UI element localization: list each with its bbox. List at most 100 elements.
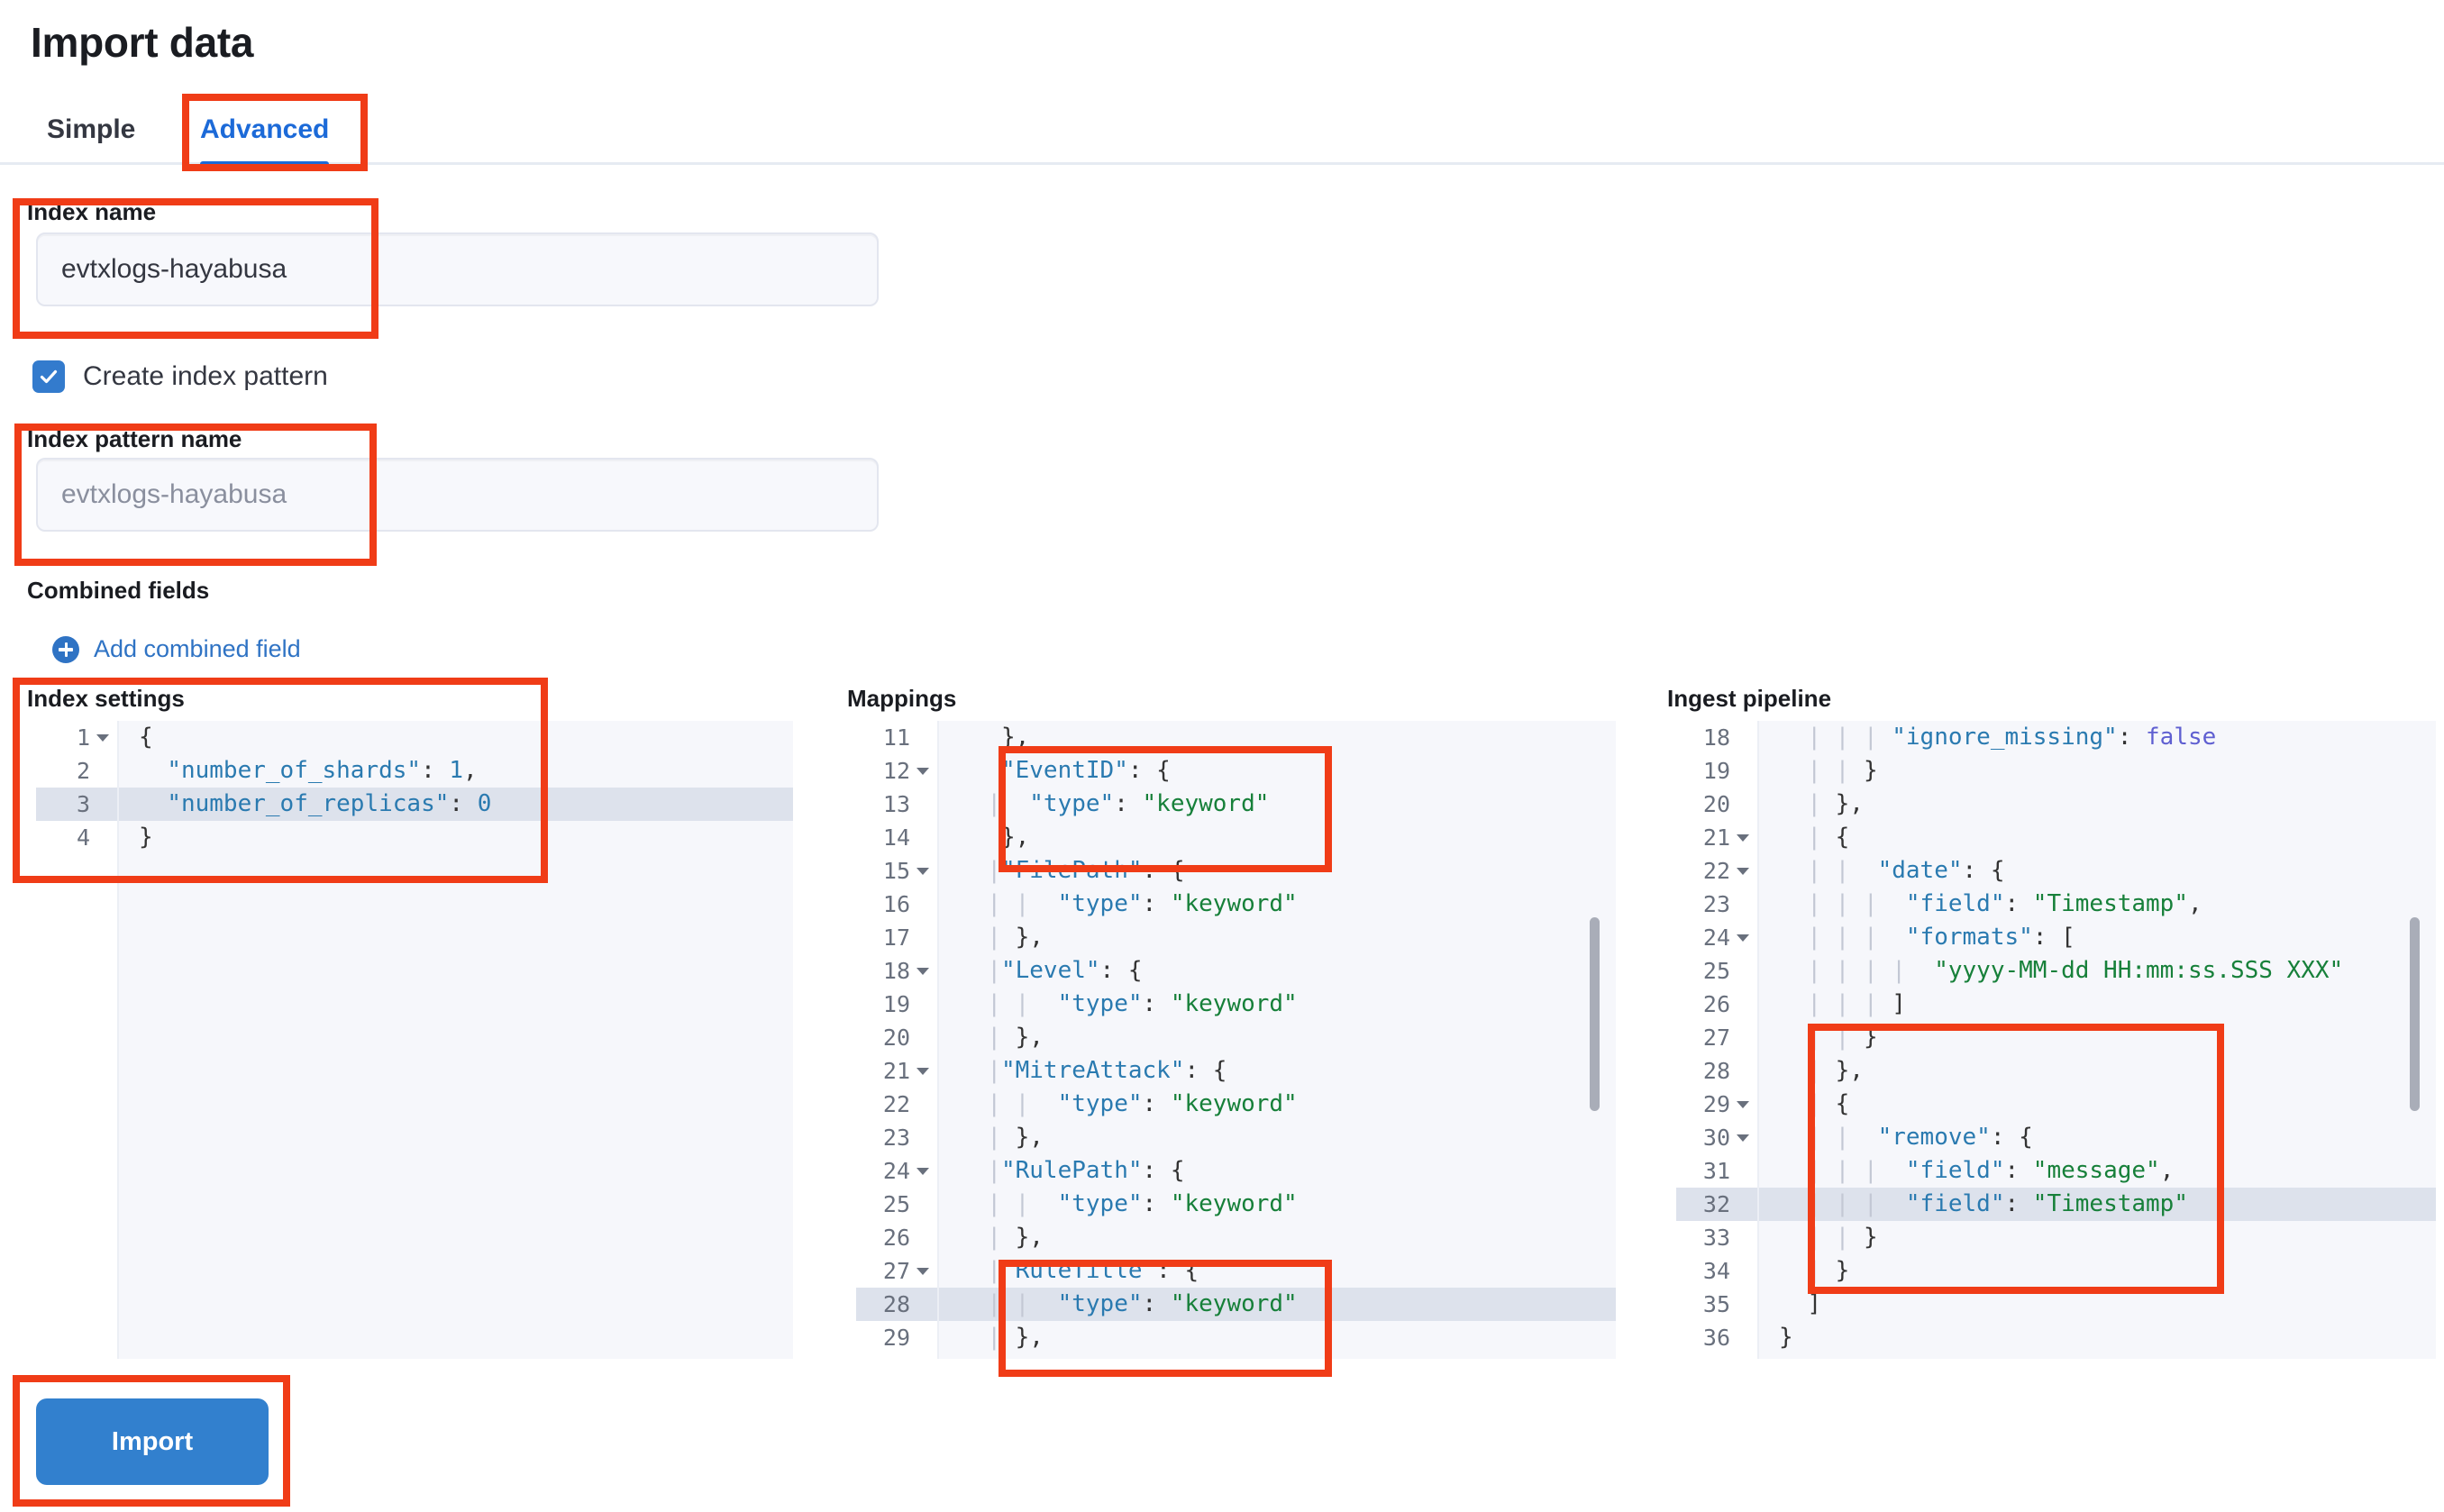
index-settings-editor[interactable]: 1{2 "number_of_shards": 1,3 "number_of_r…	[36, 721, 793, 1359]
line-number: 20	[856, 1021, 939, 1054]
code-text: |"FilePath": {	[987, 857, 1185, 884]
line-number: 18	[1676, 721, 1759, 754]
code-line[interactable]: 19 | | }	[1676, 754, 2436, 788]
index-name-input[interactable]: evtxlogs-hayabusa	[36, 232, 879, 306]
fold-caret-icon[interactable]	[1737, 1134, 1749, 1142]
code-line[interactable]: 17 | },	[856, 921, 1616, 954]
code-line[interactable]: 22 | | "type": "keyword"	[856, 1088, 1616, 1121]
fold-caret-icon[interactable]	[916, 1068, 929, 1075]
code-line[interactable]: 28 | | "type": "keyword"	[856, 1288, 1616, 1321]
fold-caret-icon[interactable]	[1737, 934, 1749, 942]
code-text: | },	[987, 1124, 1044, 1151]
tab-advanced[interactable]: Advanced	[180, 95, 349, 168]
code-line[interactable]: 35 ]	[1676, 1288, 2436, 1321]
code-line[interactable]: 16 | | "type": "keyword"	[856, 888, 1616, 921]
code-line[interactable]: 34 | }	[1676, 1254, 2436, 1288]
code-line[interactable]: 20 | },	[856, 1021, 1616, 1054]
code-line[interactable]: 30 | | "remove": {	[1676, 1121, 2436, 1154]
code-line[interactable]: 26 | | | ]	[1676, 988, 2436, 1021]
code-line[interactable]: 26 | },	[856, 1221, 1616, 1254]
index-pattern-name-input[interactable]: evtxlogs-hayabusa	[36, 458, 879, 532]
line-number: 18	[856, 954, 939, 988]
line-number: 15	[856, 854, 939, 888]
fold-caret-icon[interactable]	[1737, 868, 1749, 875]
line-number: 16	[856, 888, 939, 921]
code-line[interactable]: 31 | | | "field": "message",	[1676, 1154, 2436, 1188]
code-line[interactable]: 2 "number_of_shards": 1,	[36, 754, 793, 788]
fold-caret-icon[interactable]	[1737, 1101, 1749, 1108]
line-number: 12	[856, 754, 939, 788]
ingest-pipeline-title: Ingest pipeline	[1667, 685, 1832, 712]
code-line[interactable]: 36}	[1676, 1321, 2436, 1354]
code-text: },	[1000, 824, 1030, 851]
code-line[interactable]: 33 | | }	[1676, 1221, 2436, 1254]
code-line[interactable]: 14 },	[856, 821, 1616, 854]
code-text: | },	[987, 924, 1044, 951]
code-line[interactable]: 4}	[36, 821, 793, 854]
code-text: | | | "field": "Timestamp",	[1807, 890, 2202, 917]
code-line[interactable]: 23 | | | "field": "Timestamp",	[1676, 888, 2436, 921]
vertical-scrollbar[interactable]	[2410, 917, 2420, 1111]
code-line[interactable]: 19 | | "type": "keyword"	[856, 988, 1616, 1021]
line-number: 25	[1676, 954, 1759, 988]
vertical-scrollbar[interactable]	[1590, 917, 1600, 1111]
code-text: | | }	[1807, 757, 1878, 784]
fold-caret-icon[interactable]	[916, 968, 929, 975]
code-text: | },	[987, 1224, 1044, 1251]
code-line[interactable]: 24 | | | "formats": [	[1676, 921, 2436, 954]
mappings-editor[interactable]: 11 },12 "EventID": {13 | "type": "keywor…	[856, 721, 1616, 1359]
code-line[interactable]: 25 | | "type": "keyword"	[856, 1188, 1616, 1221]
code-line[interactable]: 25 | | | | "yyyy-MM-dd HH:mm:ss.SSS XXX"	[1676, 954, 2436, 988]
code-line[interactable]: 20 | },	[1676, 788, 2436, 821]
line-number: 30	[1676, 1121, 1759, 1154]
fold-caret-icon[interactable]	[916, 868, 929, 875]
code-line[interactable]: 13 | "type": "keyword"	[856, 788, 1616, 821]
tab-simple[interactable]: Simple	[27, 95, 155, 165]
code-line[interactable]: 23 | },	[856, 1121, 1616, 1154]
create-index-pattern-checkbox[interactable]: Create index pattern	[32, 360, 328, 393]
line-number: 22	[856, 1088, 939, 1121]
mappings-title: Mappings	[847, 685, 957, 712]
code-line[interactable]: 27 |"RuleTitle": {	[856, 1254, 1616, 1288]
code-line[interactable]: 29 | {	[1676, 1088, 2436, 1121]
code-line[interactable]: 3 "number_of_replicas": 0	[36, 788, 793, 821]
code-line[interactable]: 11 },	[856, 721, 1616, 754]
code-text: | | | "field": "message",	[1807, 1157, 2175, 1184]
code-text: {	[139, 724, 153, 751]
code-text: | },	[1807, 790, 1864, 817]
fold-caret-icon[interactable]	[916, 1268, 929, 1275]
code-line[interactable]: 12 "EventID": {	[856, 754, 1616, 788]
fold-caret-icon[interactable]	[916, 768, 929, 775]
line-number: 32	[1676, 1188, 1759, 1221]
code-line[interactable]: 29 | },	[856, 1321, 1616, 1354]
fold-caret-icon[interactable]	[96, 734, 109, 742]
line-number: 22	[1676, 854, 1759, 888]
code-line[interactable]: 21 | {	[1676, 821, 2436, 854]
line-number: 25	[856, 1188, 939, 1221]
code-text: | | "type": "keyword"	[987, 890, 1298, 917]
page-title: Import data	[31, 19, 254, 66]
fold-caret-icon[interactable]	[916, 1168, 929, 1175]
code-line[interactable]: 32 | | | "field": "Timestamp"	[1676, 1188, 2436, 1221]
code-line[interactable]: 21 |"MitreAttack": {	[856, 1054, 1616, 1088]
add-combined-field-button[interactable]: Add combined field	[52, 635, 301, 663]
code-line[interactable]: 18 |"Level": {	[856, 954, 1616, 988]
line-number: 24	[1676, 921, 1759, 954]
code-text: |"RuleTitle": {	[987, 1257, 1199, 1284]
fold-caret-icon[interactable]	[1737, 834, 1749, 842]
code-line[interactable]: 1{	[36, 721, 793, 754]
line-number: 27	[1676, 1021, 1759, 1054]
code-line[interactable]: 22 | | "date": {	[1676, 854, 2436, 888]
code-line[interactable]: 15 |"FilePath": {	[856, 854, 1616, 888]
code-text: | | | "formats": [	[1807, 924, 2075, 951]
code-line[interactable]: 28 | },	[1676, 1054, 2436, 1088]
code-line[interactable]: 18 | | | "ignore_missing": false	[1676, 721, 2436, 754]
line-number: 36	[1676, 1321, 1759, 1354]
line-number: 31	[1676, 1154, 1759, 1188]
code-line[interactable]: 27 | | }	[1676, 1021, 2436, 1054]
code-line[interactable]: 24 |"RulePath": {	[856, 1154, 1616, 1188]
code-text: | | "type": "keyword"	[987, 1290, 1298, 1317]
import-button[interactable]: Import	[36, 1398, 269, 1485]
